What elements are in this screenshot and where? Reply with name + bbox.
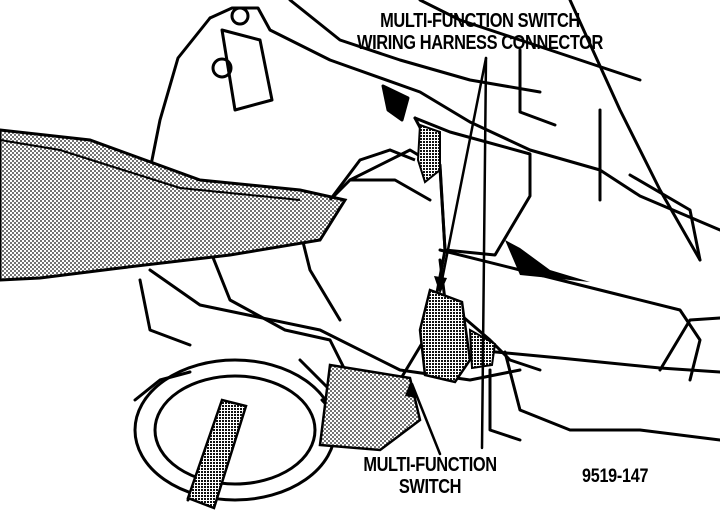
connector-callout: MULTI-FUNCTION SWITCH WIRING HARNESS CON… [332,10,627,54]
column-tube [438,248,702,382]
connector-leader-1 [438,56,488,292]
connector-housing [413,116,532,257]
switch-label-line1: MULTI-FUNCTION [363,454,497,476]
connector-label-line1: MULTI-FUNCTION SWITCH [380,10,580,32]
harness-connector-plug [416,123,441,184]
switch-label-line2: SWITCH [398,476,462,498]
ignition-key [186,398,248,510]
switch-stipple-area [318,363,422,452]
switch-leader [410,382,442,456]
switch-callout: MULTI-FUNCTION SWITCH [323,454,536,498]
figure-number: 9519-147 [582,466,649,487]
mounting-bracket [208,6,720,232]
multi-function-lever [0,128,348,282]
connector-leader-2 [480,56,488,450]
connector-label-line2: WIRING HARNESS CONNECTOR [357,32,603,54]
